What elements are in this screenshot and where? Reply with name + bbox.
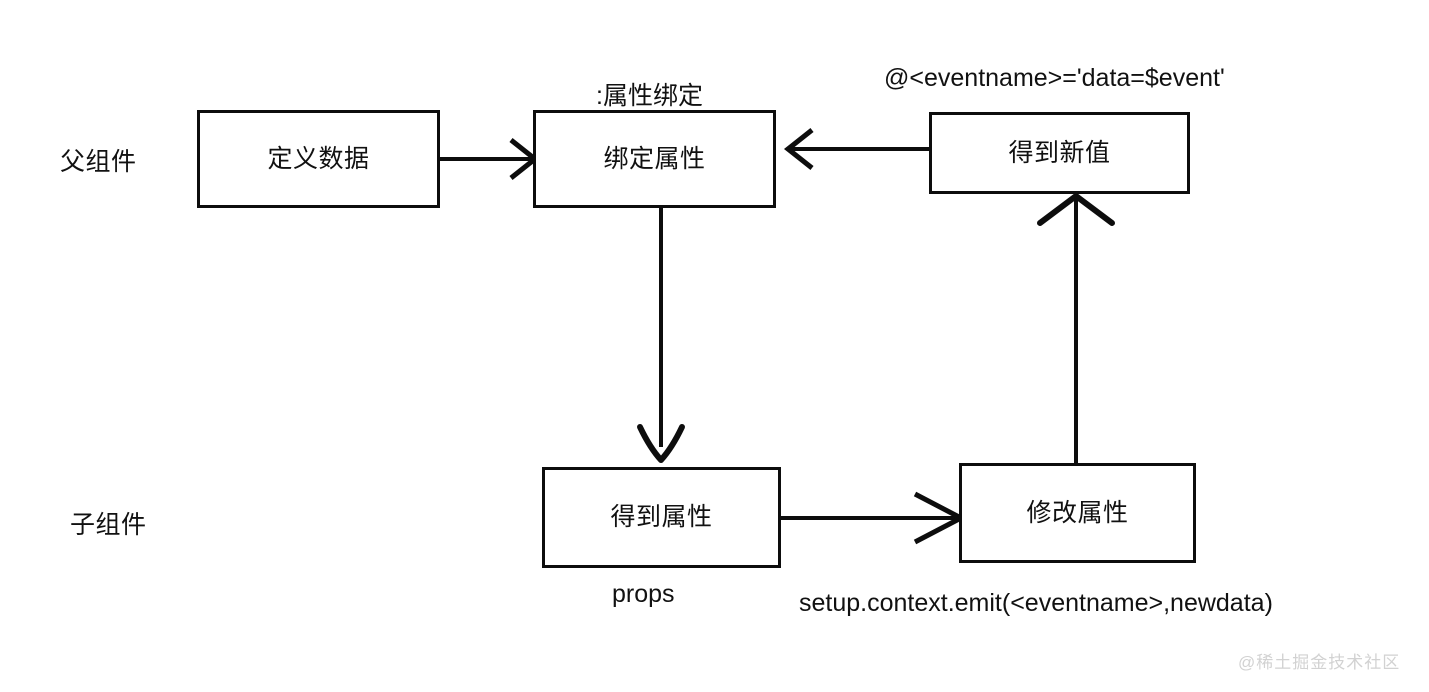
watermark: @稀土掘金技术社区	[1238, 653, 1401, 672]
edge-define-to-bind-arrowhead	[509, 138, 540, 180]
edge-label-event-binding: @<eventname>='data=$event'	[884, 64, 1225, 92]
node-receive-prop-label: 得到属性	[610, 503, 713, 531]
edge-label-props: props	[612, 580, 675, 608]
node-get-new-value[interactable]: 得到新值	[929, 112, 1190, 194]
node-bind-prop-label: 绑定属性	[603, 144, 706, 173]
lane-label-child: 子组件	[70, 511, 147, 539]
node-define-data-label: 定义数据	[267, 144, 370, 173]
edge-label-emit-call: setup.context.emit(<eventname>,newdata)	[799, 589, 1273, 617]
edge-bind-to-receive-arrowhead	[637, 424, 685, 463]
edge-receive-to-modify-arrowhead	[913, 491, 967, 545]
node-modify-prop-label: 修改属性	[1026, 498, 1129, 527]
node-get-new-value-label: 得到新值	[1008, 138, 1111, 167]
node-receive-prop[interactable]: 得到属性	[542, 467, 781, 568]
edge-label-prop-binding: :属性绑定	[596, 82, 703, 110]
edge-newvalue-to-bind-arrowhead	[783, 128, 814, 170]
edge-modify-to-newvalue-arrowhead	[1037, 193, 1115, 226]
node-bind-prop[interactable]: 绑定属性	[533, 110, 776, 208]
lane-label-parent: 父组件	[60, 148, 137, 176]
node-define-data[interactable]: 定义数据	[197, 110, 440, 208]
node-modify-prop[interactable]: 修改属性	[959, 463, 1196, 563]
